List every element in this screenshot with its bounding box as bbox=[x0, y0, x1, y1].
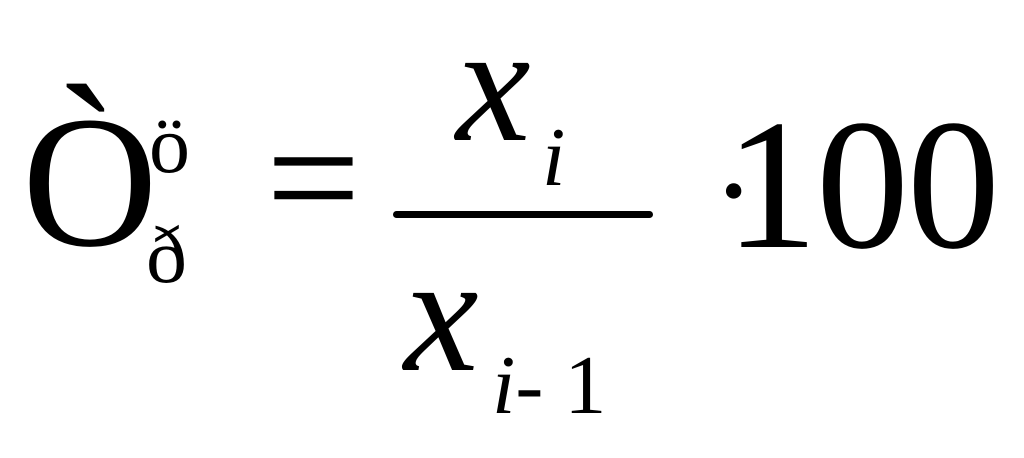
constant-hundred: 100 bbox=[725, 82, 1000, 288]
multiplication-dot: · bbox=[712, 119, 756, 263]
lhs-subscript: ð bbox=[146, 209, 187, 300]
denominator-variable: x bbox=[404, 221, 479, 407]
denominator-subscript: i- 1 bbox=[492, 344, 606, 428]
lhs-main-symbol: Ò bbox=[22, 77, 158, 286]
equals-sign: = bbox=[266, 85, 361, 271]
fraction-bar bbox=[393, 211, 653, 218]
denominator-subscript-offset: - 1 bbox=[515, 339, 607, 432]
numerator-variable: x bbox=[456, 0, 531, 177]
lhs-superscript: ö bbox=[149, 99, 190, 190]
denominator-subscript-index: i bbox=[492, 339, 516, 432]
numerator-subscript: i bbox=[542, 111, 566, 204]
